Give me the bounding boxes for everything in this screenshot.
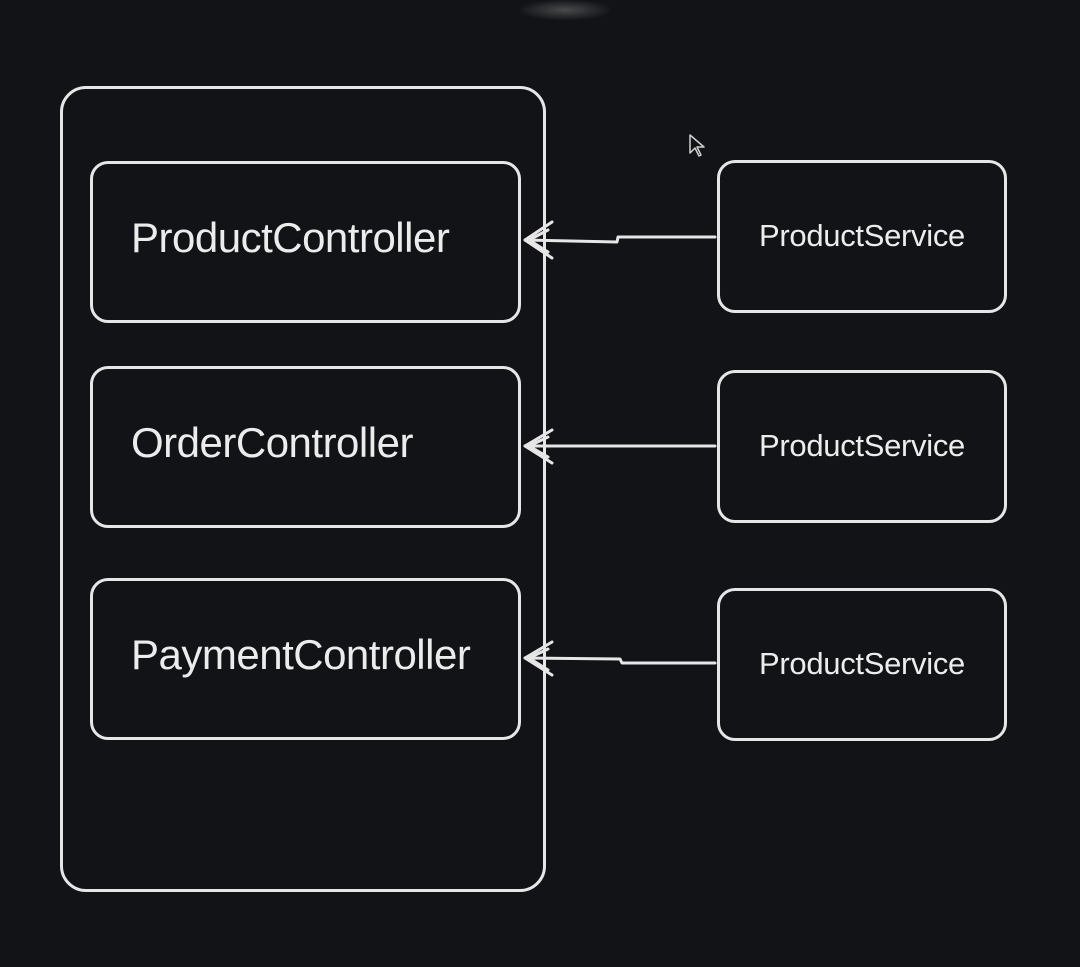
product-service-box-1: ProductService [717,160,1007,313]
arrow-product-service-to-product-controller [523,220,717,260]
product-service-box-3: ProductService [717,588,1007,741]
order-controller-box: OrderController [90,366,521,528]
product-service-label-3: ProductService [758,646,965,681]
order-controller-label: OrderController [131,419,413,466]
top-glow-artifact [520,0,610,20]
arrow-product-service-to-payment-controller [523,640,717,677]
product-controller-label: ProductController [131,214,450,261]
arrow-product-service-to-order-controller [523,428,717,465]
product-service-label-1: ProductService [758,218,965,253]
payment-controller-label: PaymentController [131,631,471,678]
product-controller-box: ProductController [90,161,521,323]
payment-controller-box: PaymentController [90,578,521,740]
controllers-container [60,86,546,892]
product-service-label-2: ProductService [758,428,965,463]
mouse-pointer-icon [689,134,705,157]
product-service-box-2: ProductService [717,370,1007,523]
